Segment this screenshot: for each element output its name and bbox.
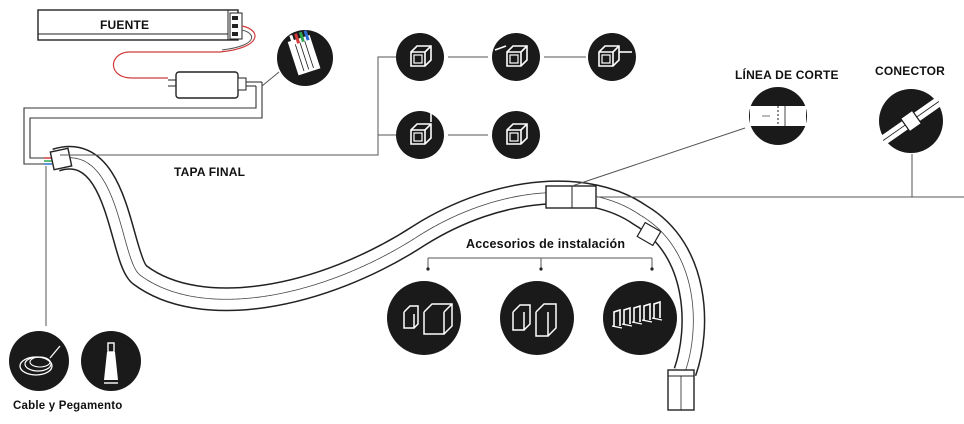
end-cap-icon (396, 111, 444, 159)
mounting-clips-icon (603, 281, 677, 355)
accessories-bracket (426, 257, 654, 271)
mounting-channel-icon (500, 281, 574, 355)
end-cap-icon (396, 33, 444, 81)
cut-line-label: LÍNEA DE CORTE (735, 68, 839, 82)
end-cap-branch (60, 33, 636, 159)
end-cap-label: TAPA FINAL (174, 165, 246, 179)
cable-cross-section-icon (277, 30, 333, 86)
power-supply-label: FUENTE (100, 18, 150, 32)
glue-tube-icon (81, 331, 141, 391)
cut-line-callout (571, 87, 807, 187)
end-cap-icon (492, 33, 540, 81)
cut-line-icon (749, 87, 807, 145)
connector-callout (596, 89, 964, 198)
cable-coil-icon (9, 331, 69, 391)
led-neon-strip (49, 145, 706, 411)
end-cap-icon (588, 33, 636, 81)
accessories-label: Accesorios de instalación (466, 237, 626, 251)
connector-label: CONECTOR (875, 64, 946, 78)
end-cap-icon (492, 111, 540, 159)
power-supply-icon (37, 9, 243, 41)
controller-icon (168, 71, 263, 112)
mounting-channel-icon (387, 281, 461, 355)
cable-glue-label: Cable y Pegamento (13, 400, 123, 412)
connector-icon (879, 89, 943, 153)
